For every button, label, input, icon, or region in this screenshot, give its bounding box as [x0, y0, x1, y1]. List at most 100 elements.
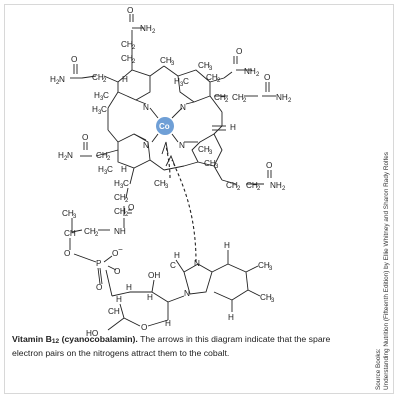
atom-o-propanol: O [64, 249, 70, 258]
atom-h-ribose-3: H [116, 295, 122, 304]
svg-text:3: 3 [100, 96, 104, 102]
atom-h-benzene-top: H [224, 241, 230, 250]
atom-h-left-bottom: H [121, 165, 127, 174]
svg-text:2: 2 [282, 186, 286, 192]
atom-nh2-top: NH [140, 24, 152, 33]
atom-ch3-right-bottom-1: CH [198, 145, 210, 154]
atom-n-top-left: N [143, 103, 149, 112]
cobalt-sphere [156, 117, 174, 135]
svg-text:2: 2 [288, 98, 292, 104]
atom-ch-propanol: CH [64, 229, 76, 238]
atom-h-ribose-2: H [147, 293, 153, 302]
svg-text:3: 3 [209, 66, 213, 72]
arrowhead-upper [161, 141, 169, 155]
atom-o-phosphate-double: O [96, 283, 102, 292]
atom-h3c-left: H [94, 91, 100, 100]
atom-ch2-left-top: CH [92, 73, 104, 82]
atom-h3c-left-bottom: H [98, 165, 104, 174]
svg-text:2: 2 [103, 78, 107, 84]
caption-title: Vitamin B12 (cyanocobalamin). [12, 334, 138, 345]
atom-ch2-right-mid-1: CH [214, 93, 226, 102]
atom-c-imidazole: C [170, 261, 176, 270]
svg-text:C: C [101, 105, 107, 114]
svg-text:2: 2 [243, 98, 247, 104]
benzimidazole-bonds [175, 250, 261, 312]
svg-text:C: C [107, 165, 113, 174]
atom-nh2-right-bottom: NH [270, 181, 282, 190]
atom-h-ribose-1: H [126, 283, 132, 292]
atom-ch3-benzene-1: CH [258, 261, 270, 270]
atom-n-bottom-left: N [143, 141, 149, 150]
atom-ch2-top-1: CH [121, 40, 133, 49]
svg-text:3: 3 [98, 110, 102, 116]
atom-p-phosphate: P [96, 259, 102, 268]
svg-text:2: 2 [107, 156, 111, 162]
atom-nh2-right-mid: NH [276, 93, 288, 102]
atom-o-ribose: O [141, 323, 147, 332]
svg-text:N: N [67, 151, 73, 160]
svg-text:2: 2 [256, 72, 260, 78]
atom-h-benzene-bottom: H [228, 313, 234, 322]
atom-o-bottom-amide: O [128, 203, 134, 212]
source-label: Source Books: [375, 348, 382, 390]
atom-nh2-right-top: NH [244, 67, 256, 76]
source-citation: Understanding Nutrition (Fifteenth Editi… [383, 152, 390, 390]
svg-text:−: − [118, 245, 123, 254]
svg-text:C: C [183, 77, 189, 86]
svg-text:N: N [59, 75, 65, 84]
atom-h-left: H [122, 75, 128, 84]
arrow-benzimidazole-to-cobalt [171, 159, 197, 263]
atom-o-right-mid: O [264, 73, 270, 82]
svg-text:2: 2 [225, 98, 229, 104]
svg-text:3: 3 [215, 164, 219, 170]
atom-o-phosphate-ester: O [114, 267, 120, 276]
atom-nh-amide: NH [114, 227, 126, 236]
svg-text:C: C [123, 179, 129, 188]
atom-o-right-top: O [236, 47, 242, 56]
atom-o-left-bottom: O [82, 133, 88, 142]
svg-text:3: 3 [104, 170, 108, 176]
svg-text:C: C [103, 91, 109, 100]
atom-n-imidazole-2: N [184, 289, 190, 298]
svg-text:2: 2 [257, 186, 261, 192]
atom-h3c-right: H [174, 77, 180, 86]
figure-caption: Vitamin B12 (cyanocobalamin). The arrows… [12, 334, 360, 358]
svg-text:3: 3 [120, 184, 124, 190]
arrowhead-lower [165, 154, 176, 167]
electron-pair-arrows [161, 141, 197, 263]
atom-ch2-bottom-1: CH [114, 193, 126, 202]
atom-ho-ribose: HO [86, 329, 98, 338]
atom-ch3-right: CH [198, 61, 210, 70]
svg-text:2: 2 [152, 29, 156, 35]
atom-o-top: O [127, 6, 133, 15]
cobalt-label: Co [159, 122, 170, 131]
atom-ch3-bottom: CH [154, 179, 166, 188]
svg-text:2: 2 [56, 80, 60, 86]
atom-ch2-right-bottom-2: CH [246, 181, 258, 190]
svg-text:2: 2 [132, 45, 136, 51]
svg-text:3: 3 [165, 184, 169, 190]
atom-ch2-left-bottom: CH [96, 151, 108, 160]
atom-n-bottom-right: N [179, 141, 185, 150]
atom-n-imidazole-1: N [194, 259, 200, 268]
svg-text:2: 2 [125, 198, 129, 204]
atom-h3c-bottom: H [114, 179, 120, 188]
svg-text:2: 2 [132, 59, 136, 65]
atom-ch3-right-bottom-2: CH [204, 159, 216, 168]
source-credit: Source Books: Understanding Nutrition (F… [375, 110, 391, 390]
side-chain-bonds [69, 14, 276, 297]
atom-n-top-right: N [180, 103, 186, 112]
atom-h-right: H [230, 123, 236, 132]
atom-o-left-top: O [71, 55, 77, 64]
figure-frame [4, 4, 394, 394]
svg-text:2: 2 [125, 212, 129, 218]
caption-body: The arrows in this diagram indicate that… [12, 334, 331, 358]
atom-oh-ribose: OH [148, 271, 160, 280]
atom-ch2-ribose: CH [108, 307, 120, 316]
svg-text:2: 2 [217, 78, 221, 84]
svg-text:3: 3 [209, 150, 213, 156]
atom-h3c-left-2: H [92, 105, 98, 114]
atom-ch2-right-mid-2: CH [232, 93, 244, 102]
